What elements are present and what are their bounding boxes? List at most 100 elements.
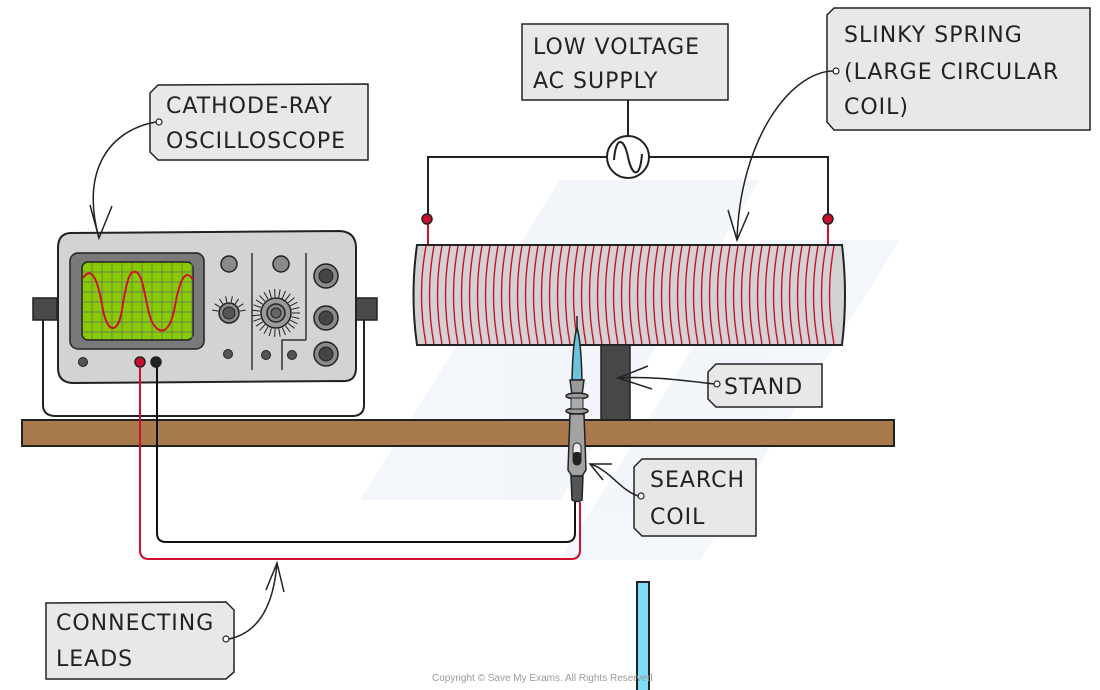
coil-turn (588, 245, 595, 345)
coil-turn (676, 245, 683, 345)
label-text: OSCILLOSCOPE (166, 129, 346, 154)
coil-turn (524, 245, 531, 345)
knob-tick (234, 298, 239, 305)
knob-tick (278, 328, 281, 337)
label-text: AC SUPPLY (533, 69, 658, 94)
coil-turn (492, 245, 499, 345)
label-text: COIL (650, 505, 705, 530)
knob-tick (281, 290, 286, 299)
coil-turn (452, 245, 459, 345)
coil-turn (468, 245, 475, 345)
red-input-socket (134, 356, 146, 368)
coil-turn (532, 245, 539, 345)
ac-supply-symbol-icon (606, 135, 650, 179)
coil-turn (436, 245, 443, 345)
knob-tick (287, 297, 295, 304)
knob-tick (237, 303, 244, 308)
knob-tick (212, 309, 219, 312)
knob-tick (290, 319, 298, 325)
terminal-right (822, 213, 834, 225)
coil-turn (756, 245, 763, 345)
knob-tick (278, 289, 281, 298)
spring-coils (420, 245, 835, 345)
coil-turn (812, 245, 819, 345)
label-spring: SLINKY SPRING (LARGE CIRCULAR COIL) (727, 7, 1091, 243)
coil-turn (820, 245, 827, 345)
coil-turn (596, 245, 603, 345)
knob-tick (287, 322, 295, 329)
coil-turn (564, 245, 571, 345)
label-text: SEARCH (650, 468, 745, 493)
knob-tick (285, 325, 291, 333)
supply-circuit (421, 100, 834, 246)
stand (600, 344, 631, 422)
coil-turn (636, 245, 643, 345)
coil-turn (764, 245, 771, 345)
knob-tick (239, 309, 246, 312)
knob-tick (253, 318, 262, 322)
knob-tick (253, 304, 262, 308)
knob-tick (252, 314, 261, 317)
coil-turn (476, 245, 483, 345)
label-text: STAND (724, 375, 803, 400)
label-supply: LOW VOLTAGE AC SUPPLY (521, 23, 729, 101)
knob-tick (291, 316, 300, 320)
coil-turn (684, 245, 691, 345)
knob-tick (281, 327, 286, 336)
coil-turn (644, 245, 651, 345)
knob-tick (263, 326, 269, 335)
black-input-socket (150, 356, 162, 368)
coil-turn (612, 245, 619, 345)
coil-turn (724, 245, 731, 345)
knob-tick (290, 301, 298, 307)
label-text: LOW VOLTAGE (533, 35, 700, 60)
coil-turn (516, 245, 523, 345)
copyright-text: Copyright © Save My Exams. All Rights Re… (432, 673, 653, 684)
coil-turn (692, 245, 699, 345)
label-stand: STAND (615, 363, 823, 408)
bench (21, 419, 895, 447)
label-search-coil: SEARCH COIL (588, 458, 757, 537)
ruler (636, 581, 650, 690)
knob-tick (268, 328, 272, 337)
coil-turn (748, 245, 755, 345)
coil-turn (580, 245, 587, 345)
coil-turn (780, 245, 787, 345)
coil-turn (668, 245, 675, 345)
label-text: CATHODE-RAY (166, 94, 333, 119)
coil-turn (500, 245, 507, 345)
knob-tick (259, 324, 266, 331)
oscilloscope-trace (82, 270, 194, 332)
label-text: COIL) (844, 95, 909, 120)
slinky-spring (412, 244, 846, 346)
knob-tick (255, 321, 263, 327)
coil-turn (828, 245, 835, 345)
coil-turn (556, 245, 563, 345)
label-leads: CONNECTING LEADS (45, 560, 285, 680)
coil-turn (660, 245, 667, 345)
label-text: SLINKY SPRING (844, 23, 1023, 48)
oscilloscope-icon (32, 229, 378, 417)
coil-turn (716, 245, 723, 345)
knob-tick (214, 303, 221, 308)
coil-turn (620, 245, 627, 345)
knob-tick (219, 298, 224, 305)
label-text: CONNECTING (56, 611, 214, 636)
coil-turn (428, 245, 435, 345)
terminal-left (421, 213, 433, 225)
knob-tick (230, 296, 233, 303)
coil-turn (772, 245, 779, 345)
search-coil-probe-icon (565, 316, 589, 503)
coil-turn (732, 245, 739, 345)
coil-turn (804, 245, 811, 345)
coil-turn (796, 245, 803, 345)
coil-turn (708, 245, 715, 345)
knob-tick (255, 299, 263, 305)
label-oscilloscope: CATHODE-RAY OSCILLOSCOPE (89, 83, 369, 241)
knob-tick (225, 296, 228, 303)
knob-tick (263, 291, 269, 300)
coil-turn (740, 245, 747, 345)
coil-turn (540, 245, 547, 345)
knob-tick (268, 289, 272, 298)
